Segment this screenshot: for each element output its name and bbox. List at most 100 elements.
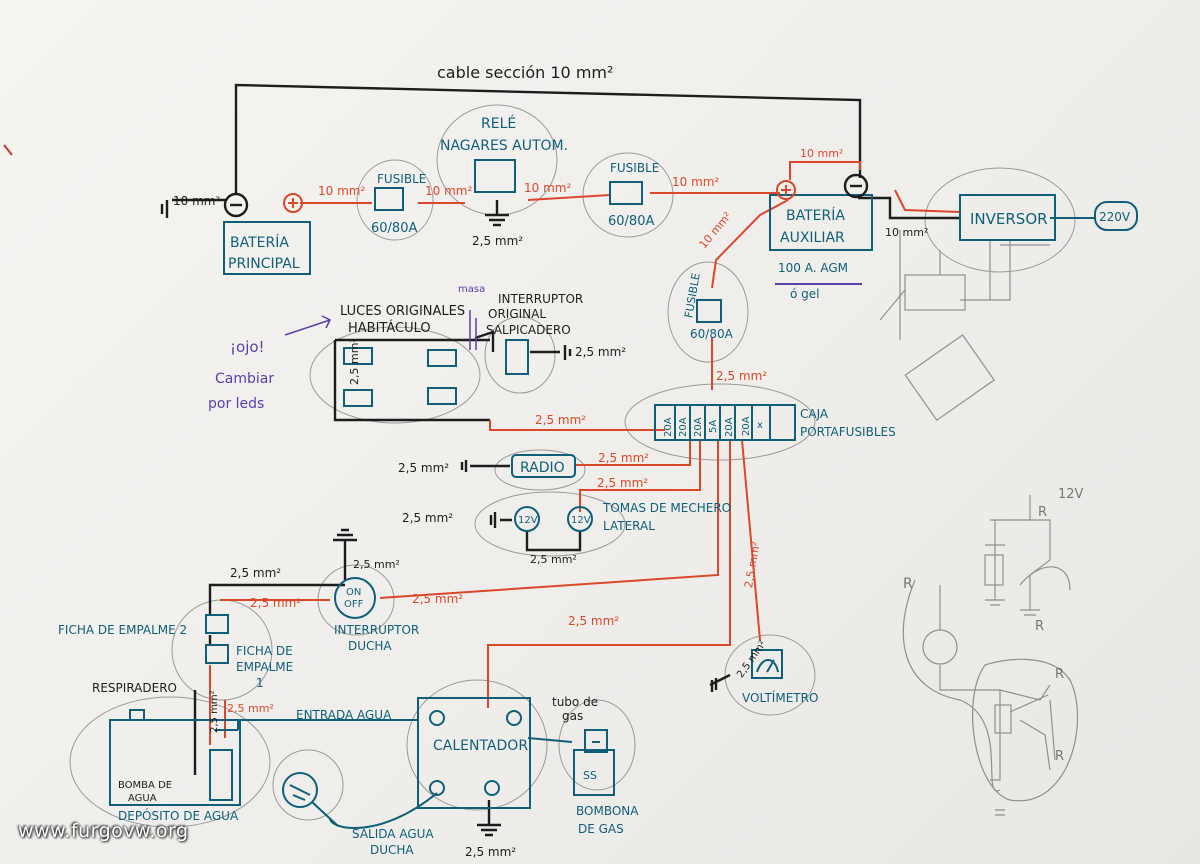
connector-1-label-b: EMPALME — [236, 660, 293, 674]
gas-bottle-label-1: BOMBONA — [576, 804, 639, 818]
switch-title-2: ORIGINAL — [488, 307, 546, 321]
aux-battery-label-1: BATERÍA — [786, 207, 845, 224]
socket-1-label: 12V — [518, 515, 538, 526]
connector-2 — [205, 614, 229, 634]
aux-battery-label-2: AUXILIAR — [780, 230, 845, 246]
tank-wire: 2,5 mm² — [209, 690, 220, 733]
connector-1-label-c: 1 — [256, 676, 264, 690]
watermark: www.furgovw.org — [18, 820, 189, 842]
fuse3-body — [696, 299, 722, 323]
heater-wire: 2,5 mm² — [568, 614, 619, 628]
terminals — [223, 173, 869, 218]
lamp2 — [427, 349, 457, 367]
lights-wire-left: 2,5 mm² — [348, 338, 361, 385]
heater-outlet-label-1: SALIDA AGUA — [352, 827, 434, 841]
fusebox-label-2: PORTAFUSIBLES — [800, 425, 896, 439]
lamp4 — [427, 387, 457, 405]
sockets-ground-wire: 2,5 mm² — [402, 511, 453, 525]
fuse1-value: 60/80A — [371, 221, 417, 236]
fuse2-body — [609, 181, 643, 205]
fuse2-value: 60/80A — [608, 214, 654, 229]
fusebox-label-1: CAJA — [800, 407, 829, 421]
edge-mark — [3, 144, 13, 156]
fuse1-body — [374, 187, 404, 211]
wire-10-f: 10 mm² — [697, 210, 735, 252]
socket-2-label: 12V — [571, 515, 591, 526]
radio-label: RADIO — [520, 460, 565, 476]
lights-wire-right: 2,5 mm² — [535, 413, 586, 427]
gas-pipe-label-2: gas — [562, 709, 583, 723]
main-battery-label-1: BATERÍA — [230, 234, 289, 251]
gas-bottle-mark: SS — [583, 769, 597, 782]
pump-label-1: BOMBA DE — [118, 780, 172, 791]
water-tank — [109, 719, 241, 806]
switch-ground-wire: 2,5 mm² — [575, 345, 626, 359]
gas-bottle-label-2: DE GAS — [578, 822, 624, 836]
radio-box — [511, 454, 576, 478]
relay-ground-wire: 2,5 mm² — [472, 234, 523, 248]
heater-ground-wire: 2,5 mm² — [465, 845, 516, 859]
voltmeter-body — [751, 649, 783, 679]
outlet-220v — [1094, 201, 1138, 231]
relay-title-2: NAGARES AUTOM. — [440, 138, 568, 154]
pencil-r1: R — [1038, 505, 1047, 520]
red-wires — [209, 161, 961, 745]
heater-outlet-label-2: DUCHA — [370, 843, 414, 857]
aux-battery-spec: 100 A. AGM — [778, 261, 848, 275]
shower-switch-title-2: DUCHA — [348, 639, 392, 653]
group-bubbles — [69, 104, 1076, 828]
connector-1 — [205, 644, 229, 664]
pencil-meter — [922, 629, 958, 665]
pencil-voltage: 12V — [1058, 487, 1084, 502]
voltmeter-wire-2: 2,5 mm² — [742, 541, 763, 589]
pencil-labels: 12V R R R R R — [903, 487, 1084, 764]
fuse2-title: FUSIBLE — [610, 161, 659, 175]
gas-regulator — [584, 729, 608, 753]
shower-switch-off: OFF — [344, 599, 364, 610]
note-masa: masa — [458, 284, 485, 295]
aux-battery-alt: ó gel — [790, 287, 820, 301]
gas-pipe-label-1: tubo de — [552, 695, 598, 709]
fuse3-wire: 2,5 mm² — [716, 369, 767, 383]
wire-10-c: 10 mm² — [524, 181, 571, 195]
connector-1-label-a: FICHA DE — [236, 644, 293, 658]
pump-label-2: AGUA — [128, 793, 157, 804]
fuse-slot-2: 20A — [678, 417, 689, 437]
fuse-slot-7: x — [757, 420, 763, 431]
sockets-wire: 2,5 mm² — [597, 476, 648, 490]
tank-title: DEPÓSITO DE AGUA — [118, 808, 239, 823]
sockets-title-2: LATERAL — [603, 519, 655, 533]
purple-note — [284, 283, 862, 350]
fuse1-title: FUSIBLE — [377, 172, 426, 186]
pencil-solar-panel — [904, 334, 995, 422]
aux-battery-box — [769, 194, 873, 251]
components — [109, 159, 1138, 827]
fuse3-value: 60/80A — [690, 327, 734, 341]
relay-body — [474, 159, 516, 193]
black-wires — [160, 83, 960, 837]
inverter-box — [959, 194, 1056, 241]
pencil-r5: R — [1055, 749, 1064, 764]
fuse3-title: FUSIBLE — [682, 272, 703, 319]
shower-switch-wire-a: 2,5 mm² — [230, 566, 281, 580]
gas-bottle — [573, 749, 615, 796]
main-pos-terminal — [283, 193, 303, 213]
lamp3 — [343, 389, 373, 407]
shower-switch-body — [334, 577, 376, 619]
radio-ground-wire: 2,5 mm² — [398, 461, 449, 475]
voltmeter-label: VOLTÍMETRO — [742, 690, 818, 705]
radio-wire: 2,5 mm² — [598, 451, 649, 465]
heater-box — [417, 697, 531, 809]
shower-switch-wire-c: 2,5 mm² — [412, 592, 463, 606]
inverter-output: 220V — [1099, 210, 1131, 224]
inverter-label: INVERSOR — [970, 210, 1048, 228]
pencil-r4: R — [1055, 667, 1064, 682]
note-warning: ¡ojo! — [230, 338, 265, 356]
fuse-slot-3: 20A — [693, 417, 704, 437]
switch-title-3: SALPICADERO — [486, 323, 571, 337]
relay-title-1: RELÉ — [481, 115, 516, 132]
tank-wire-2: 2,5 mm² — [227, 702, 274, 715]
socket-1 — [514, 506, 540, 532]
